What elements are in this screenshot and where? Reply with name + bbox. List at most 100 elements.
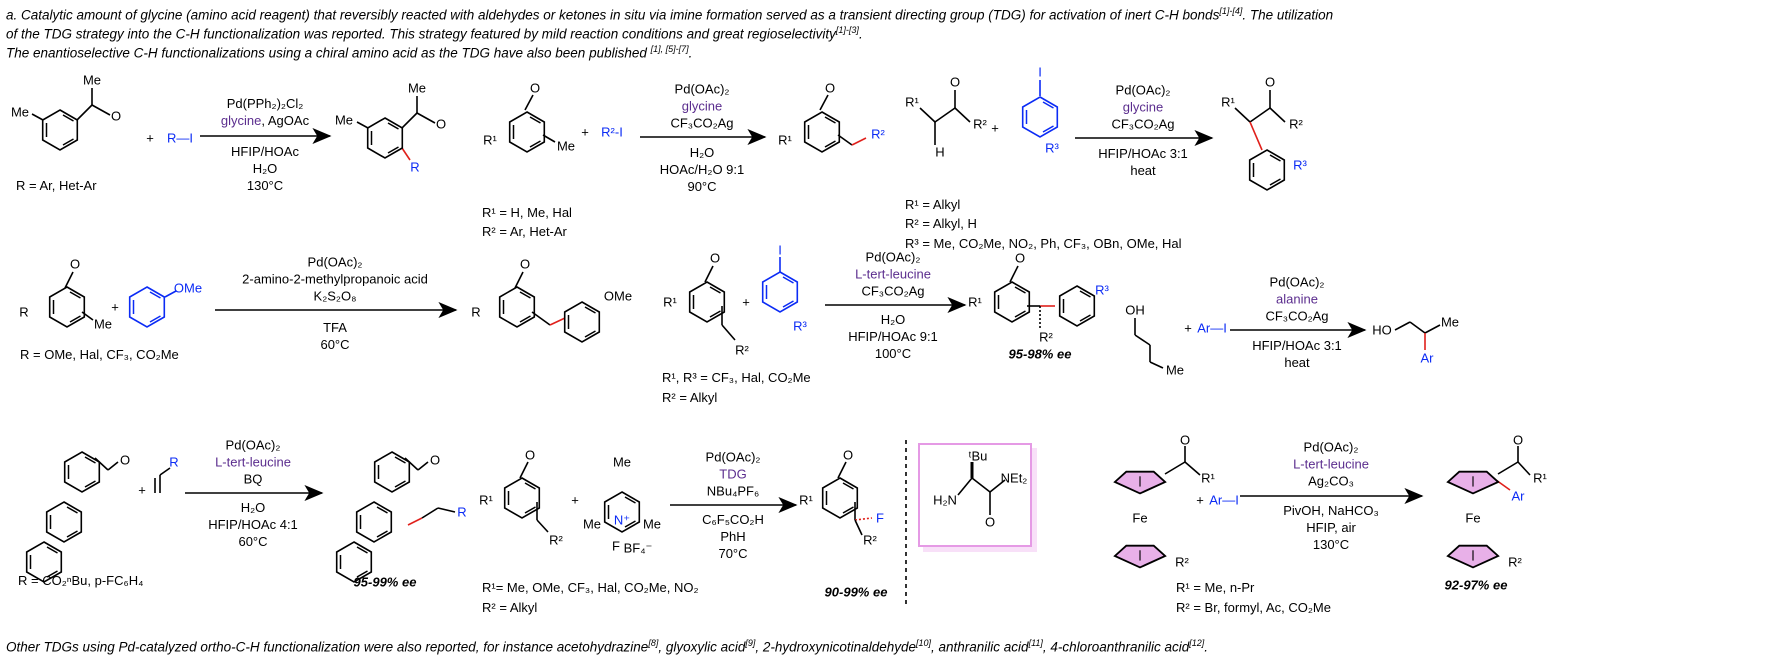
atom-label: O [519, 256, 531, 272]
substituent-note: R² = Br, formyl, Ac, CO₂Me [1176, 600, 1331, 615]
atom-label: HO [1372, 322, 1392, 338]
catalyst: Pd(OAc)₂ [1269, 274, 1325, 290]
condition: HFIP/HOAc 3:1 [1252, 338, 1342, 353]
substituent-note: R¹ = Me, n-Pr [1176, 580, 1255, 595]
atom-label: O [529, 80, 541, 96]
atom-label: F [612, 538, 620, 554]
tdg-label: glycine [220, 113, 262, 129]
tdg-label: 2-amino-2-methylpropanoic acid [242, 271, 428, 287]
catalyst: Pd(OAc)₂ [705, 449, 761, 465]
catalyst: Pd(OAc)₂ [674, 81, 730, 97]
substituent-note: R³ = Me, CO₂Me, NO₂, Ph, CF₃, OBn, OMe, … [905, 236, 1182, 251]
atom-label: Me [612, 454, 632, 470]
atom-label: O [984, 514, 996, 530]
atom-label: Me [642, 516, 662, 532]
atom-label: R¹ [1533, 470, 1547, 486]
caption-text: a. Catalytic amount of glycine (amino ac… [6, 7, 1220, 23]
plus-sign: + [146, 130, 154, 146]
atom-label: R² [973, 116, 987, 132]
condition: 70°C [718, 545, 748, 561]
atom-label: R¹ [479, 492, 493, 508]
plus-sign: + [138, 482, 146, 498]
atom-label: O [842, 447, 854, 463]
catalyst: Pd(OAc)₂ [1303, 439, 1359, 455]
atom-label: O [709, 250, 721, 266]
condition: H₂O [252, 160, 278, 176]
tdg-structure-box [918, 443, 1032, 547]
tdg-label: glycine [1122, 99, 1164, 115]
caption-line-2: of the TDG strategy into the C-H functio… [6, 25, 863, 42]
atom-label: Fe [1132, 510, 1148, 526]
catalyst: Pd(OAc)₂ [1115, 82, 1171, 98]
substituent-note: R¹= Me, OMe, CF₃, Hal, CO₂Me, NO₂ [482, 580, 699, 595]
atom-label: R² [1039, 329, 1053, 345]
ee-value: 95-99% ee [353, 574, 417, 590]
atom-label: R¹ [968, 294, 982, 310]
atom-label: Me [582, 516, 602, 532]
tdg-label: glycine [681, 98, 723, 114]
reagent-label: R²-I [601, 124, 623, 140]
additive: CF₃CO₂Ag [1265, 308, 1329, 324]
ref: [11] [1028, 638, 1043, 648]
atom-label: ᵗBu [968, 448, 988, 464]
atom-label: NEt₂ [1000, 470, 1028, 486]
atom-label: R³ [1095, 282, 1109, 298]
condition: H₂O [880, 312, 906, 327]
footer-text: . [1204, 639, 1209, 655]
atom-label: R² [549, 532, 563, 548]
atom-label: O [110, 108, 122, 124]
substituent-note: R² = Alkyl [662, 390, 718, 405]
reagent-label: OMe [173, 280, 203, 296]
atom-label: R [19, 304, 29, 320]
atom-label: Fe [1465, 510, 1481, 526]
tdg-label: alanine [1276, 291, 1318, 307]
atom-label: O [1179, 432, 1191, 448]
atom-label: R [471, 304, 481, 320]
oxidant: BQ [243, 471, 263, 487]
atom-label: OMe [603, 288, 633, 304]
atom-label: R [457, 504, 467, 520]
atom-label: O [1014, 250, 1026, 266]
atom-label: Ar [1420, 350, 1434, 366]
condition: heat [1284, 354, 1310, 370]
catalyst: Pd(PPh₂)₂Cl₂ [226, 96, 304, 112]
atom-label: Me [82, 72, 102, 88]
reagent-label: Ar—I [1209, 492, 1239, 508]
atom-label: R [410, 159, 420, 175]
atom-label: R² [1289, 116, 1303, 132]
plus-sign: + [742, 294, 750, 310]
footer-text: , 4-chloroanthranilic acid [1042, 639, 1190, 655]
atom-label: R³ [1045, 140, 1059, 156]
additive: CF₃CO₂Ag [670, 115, 734, 131]
condition: 130°C [1312, 536, 1350, 552]
atom-label: Me [10, 104, 30, 120]
ref: [8] [648, 638, 659, 648]
caption-text: . [688, 45, 693, 61]
substituent-note: R¹, R³ = CF₃, Hal, CO₂Me [662, 370, 811, 385]
reagent-label: R—I [167, 130, 193, 146]
atom-label: R² [863, 532, 877, 548]
atom-label: R¹ [799, 492, 813, 508]
condition: H₂O [240, 500, 266, 515]
ref: [10] [916, 638, 932, 648]
condition: heat [1130, 162, 1156, 178]
ref: [1]-[4] [1219, 6, 1243, 16]
condition: PivOH, NaHCO₃ [1283, 503, 1379, 518]
reagent-label: R [169, 454, 179, 470]
atom-label: Me [1440, 314, 1460, 330]
reagent-label: I [778, 242, 782, 258]
caption-text: of the TDG strategy into the C-H functio… [6, 26, 836, 42]
footer-text: , 2-hydroxynicotinaldehyde [755, 639, 916, 655]
ref: [9] [745, 638, 756, 648]
plus-sign: + [991, 120, 999, 136]
